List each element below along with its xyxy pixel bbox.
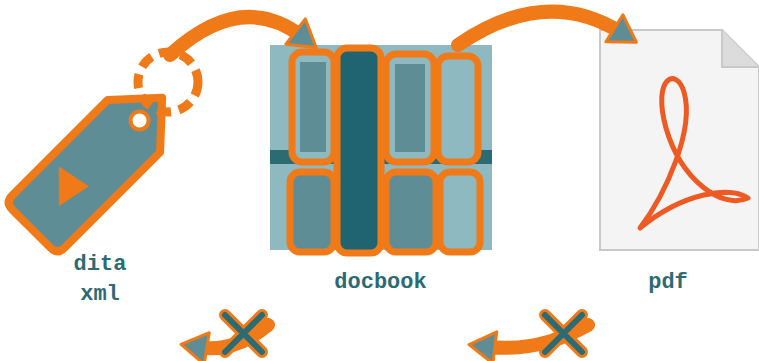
arrow-head <box>286 19 316 48</box>
books-icon <box>270 45 492 253</box>
arrow-head <box>469 332 497 361</box>
cross-mark <box>545 315 582 352</box>
format-label: docbook <box>268 268 493 298</box>
pdf-icon <box>600 30 759 250</box>
flow-arrow <box>170 17 316 55</box>
icon-node: docbook <box>268 45 493 355</box>
arrow-head <box>606 15 637 42</box>
arrow-shaft <box>458 12 621 45</box>
arrow-head <box>181 333 209 361</box>
icon-node: dita xml <box>0 55 205 355</box>
flow-arrow <box>458 12 636 45</box>
cross-mark <box>225 315 262 352</box>
format-label: pdf <box>608 268 728 298</box>
format-label: dita xml <box>60 250 140 310</box>
arrow-shaft <box>170 17 302 55</box>
icon-node: pdf <box>588 40 759 355</box>
tag-icon <box>5 52 198 255</box>
